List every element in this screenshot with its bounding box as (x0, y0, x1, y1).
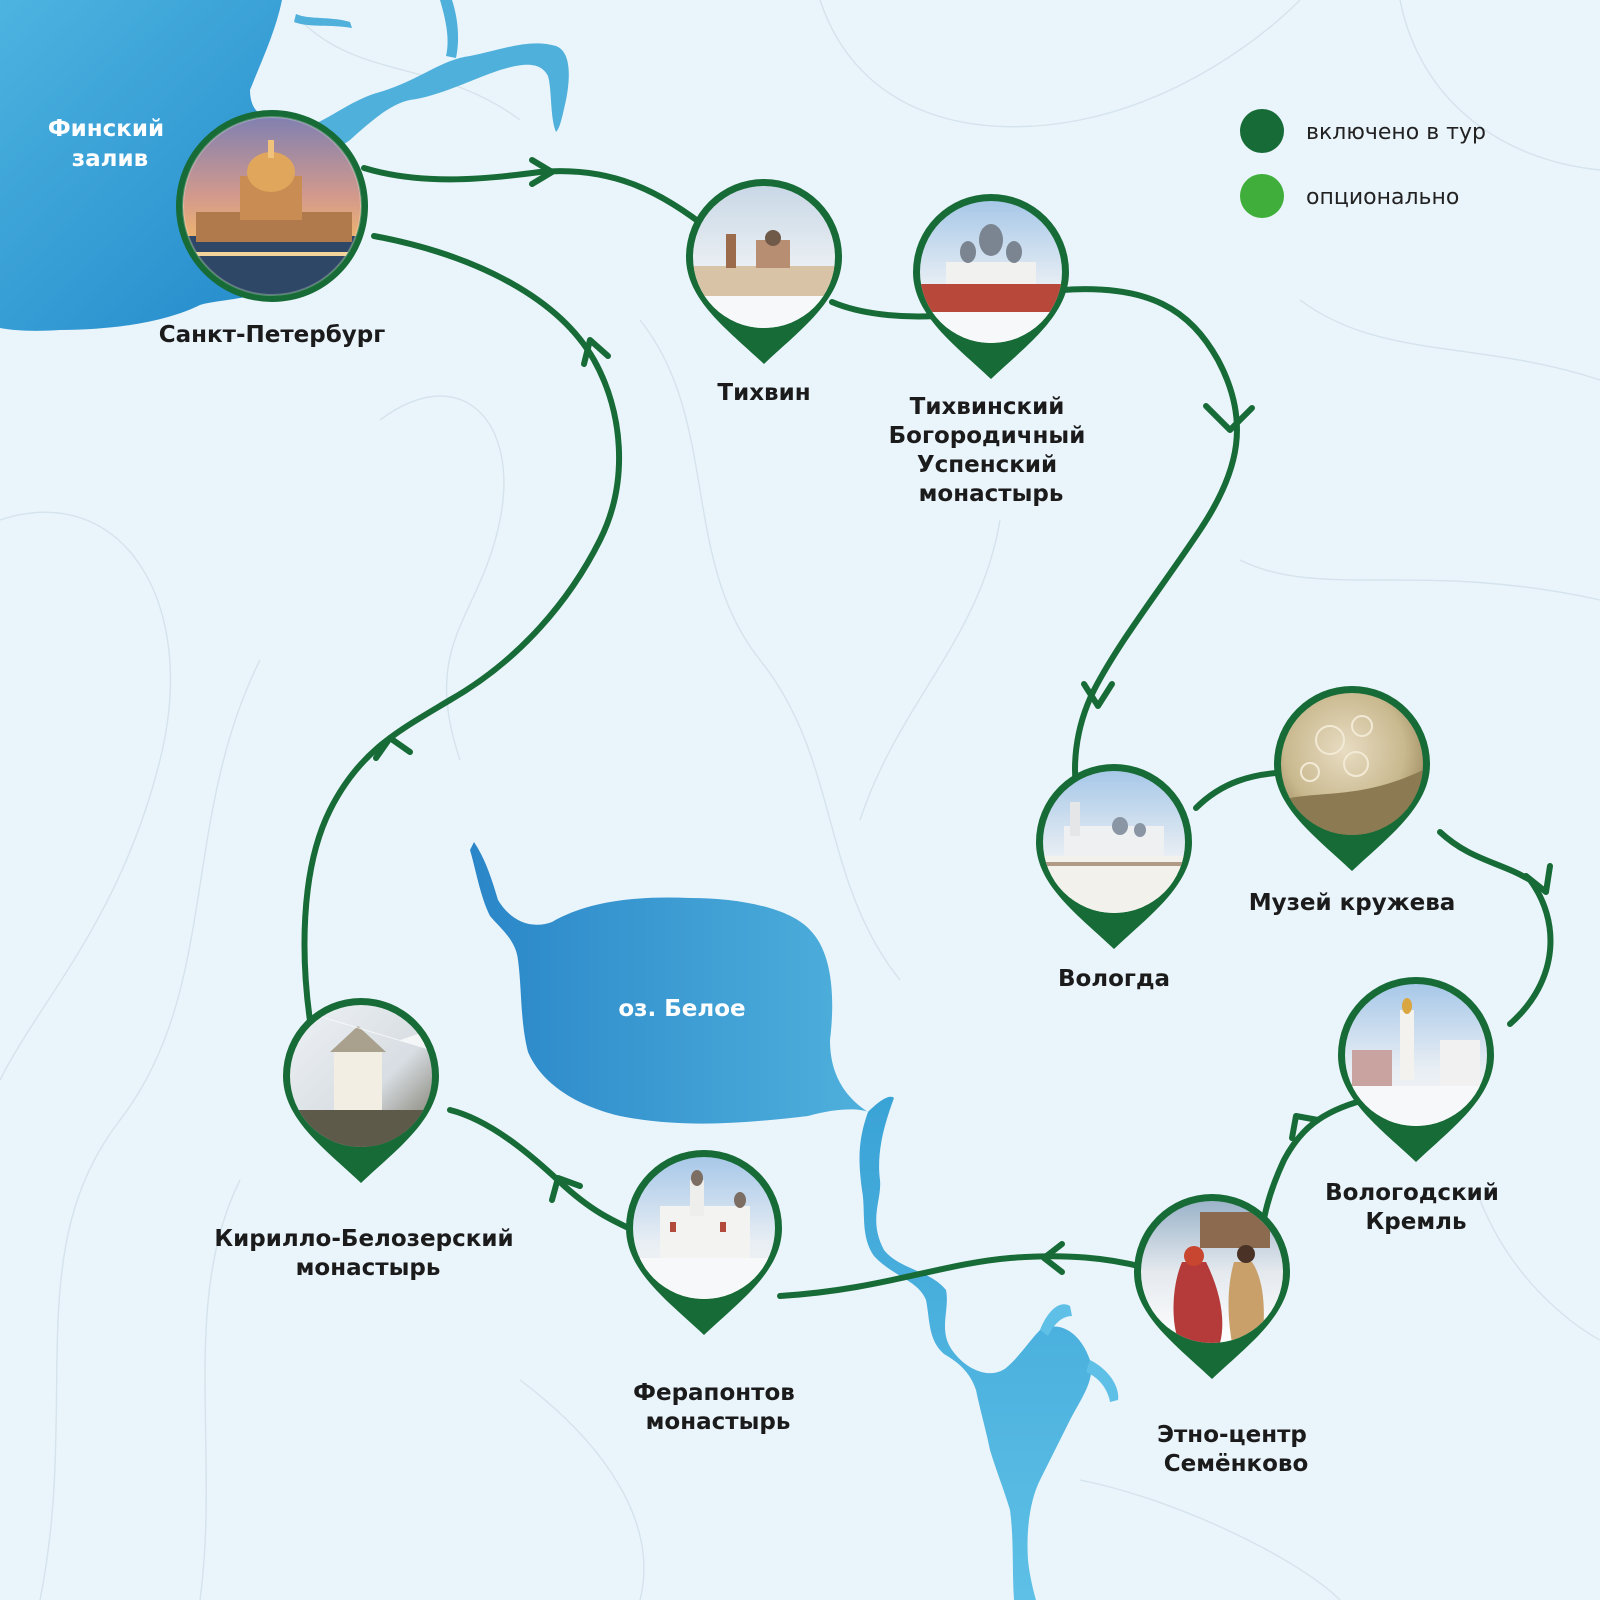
lake-beloye: оз. Белое (470, 842, 868, 1124)
gulf-label-line2: залив (72, 146, 148, 172)
route-tikhvin-monastery (829, 299, 939, 320)
stop-label: монастырь (919, 481, 1064, 507)
stop-label: Этно-центр (1157, 1422, 1307, 1448)
svg-text:Вологодский Кремль: Вологодский Кремль (1325, 1180, 1507, 1235)
route-arrow (1289, 1113, 1321, 1141)
route-arrow (1081, 681, 1115, 709)
route-arrow (1203, 403, 1255, 433)
stop-label: Богородичный (889, 423, 1086, 449)
svg-text:Этно-центр Семёнково: Этно-центр Семёнково (1157, 1422, 1315, 1477)
svg-text:Тихвинский Богородичный: Тихвинский Богородичный Успенский монаст… (889, 394, 1094, 507)
svg-text:Музей кружева: Музей кружева (1249, 890, 1456, 916)
route-kremlin-semenkovo (1259, 1097, 1367, 1235)
stop-vologda[interactable]: Вологда (1036, 764, 1192, 992)
stop-label: монастырь (296, 1255, 441, 1281)
svg-text:Кирилло-Белозерский мона: Кирилло-Белозерский монастырь (214, 1226, 521, 1281)
route-arrow (1523, 863, 1553, 895)
fortress-tower-photo-icon (290, 1005, 432, 1147)
stop-label: Ферапонтов (633, 1380, 795, 1406)
lace-photo-icon (1281, 693, 1423, 835)
stop-tikhvin-monastery[interactable]: Тихвинский Богородичный Успенский монаст… (889, 194, 1094, 507)
stop-tikhvin[interactable]: Тихвин (686, 179, 842, 406)
legend-included-label: включено в тур (1306, 120, 1486, 145)
stop-label: Кремль (1365, 1209, 1466, 1235)
route-arrow (529, 157, 555, 187)
legend: включено в тур опционально (1240, 109, 1486, 218)
legend-optional-label: опционально (1306, 185, 1459, 210)
stop-saint-petersburg[interactable]: Санкт-Петербург (159, 110, 386, 348)
cathedral-domes-photo-icon (920, 201, 1062, 343)
legend-optional-swatch (1240, 174, 1284, 218)
route-arrow (581, 337, 611, 367)
cathedral-photo-icon (183, 117, 361, 295)
svg-text:Финский залив: Финский залив (48, 116, 172, 172)
stop-label: Семёнково (1164, 1451, 1309, 1477)
stop-label: Вологда (1058, 966, 1170, 992)
stop-label: Музей кружева (1249, 890, 1456, 916)
route-monastery-vologda (1059, 286, 1240, 803)
stop-ferapontov[interactable]: Ферапонтов монастырь (626, 1150, 803, 1435)
lake-label: оз. Белое (618, 996, 745, 1022)
kremlin-photo-icon (1345, 984, 1487, 1126)
stop-label: Кирилло-Белозерский (214, 1226, 513, 1252)
white-church-photo-icon (633, 1157, 775, 1299)
stop-label: Тихвинский (910, 394, 1065, 420)
stop-lace-museum[interactable]: Музей кружева (1249, 686, 1456, 916)
route-arrow (549, 1175, 583, 1203)
folk-people-photo-icon (1141, 1201, 1283, 1343)
stop-label: монастырь (646, 1409, 791, 1435)
stop-label: Вологодский (1325, 1180, 1499, 1206)
stop-label: Санкт-Петербург (159, 322, 386, 348)
svg-text:Ферапонтов монастырь: Ферапонтов монастырь (633, 1380, 803, 1435)
route-spb-tikhvin (361, 165, 715, 235)
tour-route (301, 157, 1554, 1299)
route-arrow (1041, 1241, 1065, 1275)
stop-vologda-kremlin[interactable]: Вологодский Кремль (1325, 977, 1507, 1235)
route-kirillo-spb (301, 233, 623, 1037)
gulf-label-line1: Финский (48, 116, 164, 142)
route-ferapontov-kirillo (447, 1107, 649, 1239)
stop-label: Успенский (917, 452, 1057, 478)
route-semenkovo-ferapontov (777, 1253, 1163, 1299)
stop-semenkovo[interactable]: Этно-центр Семёнково (1134, 1194, 1315, 1477)
svg-text:Санкт-Петербург: Санкт-Петербург (159, 322, 386, 348)
stop-label: Тихвин (717, 380, 810, 406)
legend-included-swatch (1240, 109, 1284, 153)
route-arrow (373, 735, 413, 761)
stop-kirillo-belozersky[interactable]: Кирилло-Белозерский монастырь (214, 998, 521, 1281)
sheksna-river (859, 1096, 1119, 1600)
svg-text:Тихвин: Тихвин (717, 380, 810, 406)
monastery-snow-photo-icon (1043, 771, 1185, 913)
svg-text:Вологда: Вологда (1058, 966, 1170, 992)
